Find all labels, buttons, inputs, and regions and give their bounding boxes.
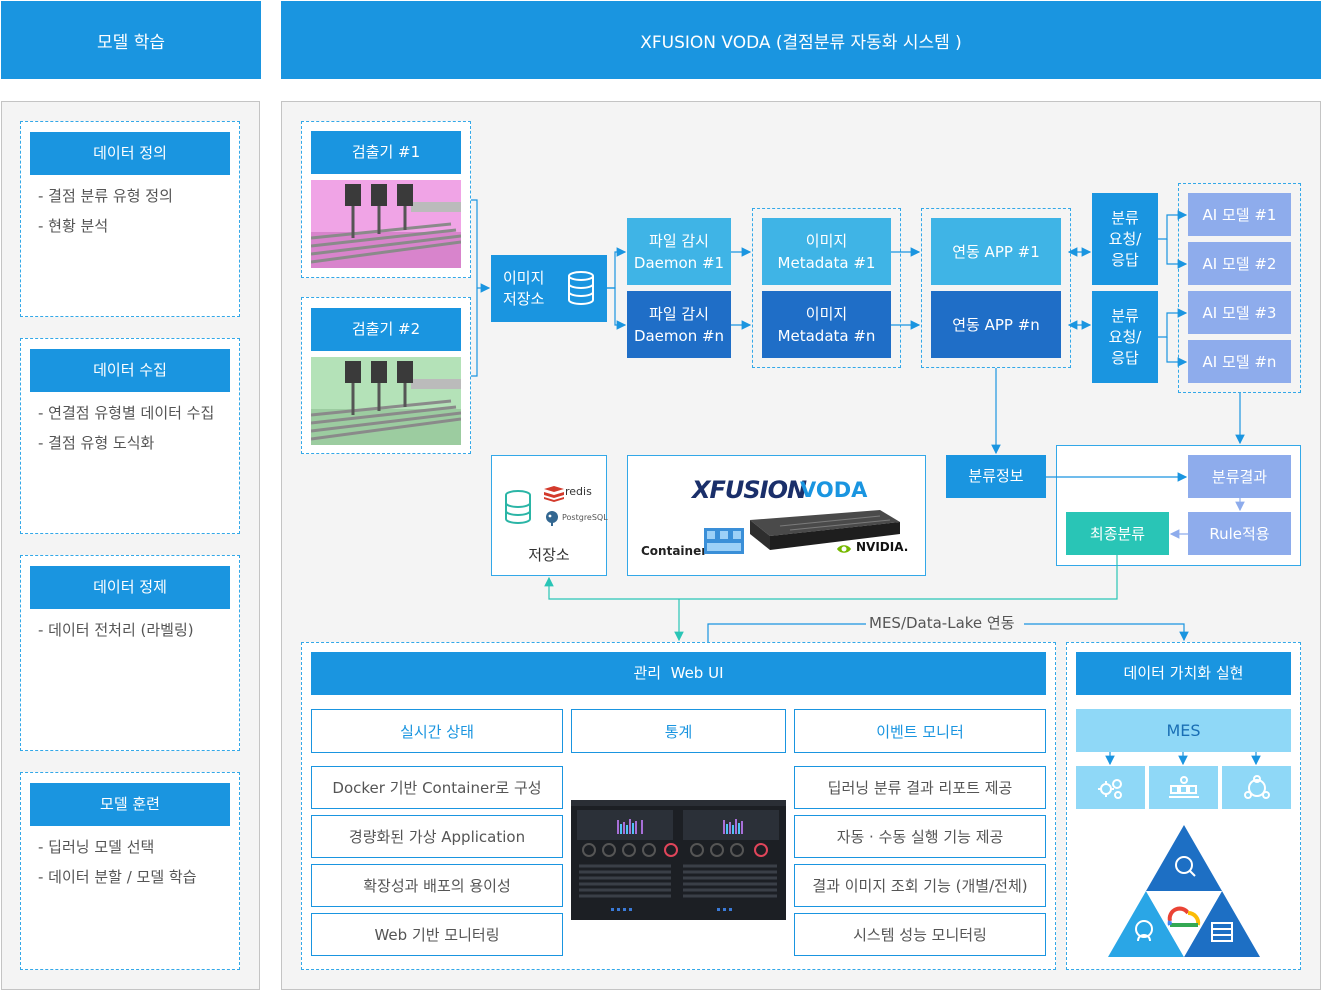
xfusion-logo: XFUSION [692,476,807,504]
system-header: XFUSION VODA (결점분류 자동화 시스템 ) [281,1,1321,79]
step-title: 모델 훈련 [30,783,230,826]
database-icon [504,490,532,528]
dashboard-screenshot [571,800,786,920]
file-daemon-1: 파일 감시 Daemon #1 [627,218,731,285]
webui-feature: 경량화된 가상 Application [311,815,563,858]
storage-label: 저장소 [528,546,570,564]
step-item: - 딥러닝 모델 선택 [38,838,155,856]
webui-feature: 딥러닝 분류 결과 리포트 제공 [794,766,1046,809]
step-item: - 현황 분석 [38,217,109,235]
gears-icon [1076,766,1145,809]
container-label: Container [641,544,708,558]
classification-info: 분류정보 [946,455,1046,498]
database-icon [567,271,595,311]
webui-feature: 확장성과 배포의 용이성 [311,864,563,907]
insight-triangle [1108,825,1260,961]
storage-box: redis PostgreSQL 저장소 [491,455,608,576]
nvidia-label: NVIDIA. [856,540,909,554]
ai-model-group [1178,183,1301,393]
final-classification: 최종분류 [1066,512,1169,555]
step-item: - 데이터 분할 / 모델 학습 [38,868,197,886]
tab-event-monitor: 이벤트 모니터 [794,709,1046,753]
webui-feature: Docker 기반 Container로 구성 [311,766,563,809]
nvidia-logo [836,540,852,559]
metadata-group [752,208,901,368]
detector-image-2 [310,357,462,445]
link-app-1: 연동 APP #1 [931,218,1061,285]
classification-result: 분류결과 [1188,455,1291,498]
step-item: - 결점 분류 유형 정의 [38,187,173,205]
mes-box: MES [1076,709,1291,752]
server-image [740,506,900,554]
app-group [921,208,1071,368]
mes-link-label: MES/Data-Lake 연동 [866,612,1018,633]
step-title: 데이터 수집 [30,349,230,392]
ai-model-n: AI 모델 #n [1188,340,1291,383]
tab-realtime-status: 실시간 상태 [311,709,563,753]
factory-icon [1149,766,1218,809]
step-item: - 결점 유형 도식화 [38,434,155,452]
classification-request-n: 분류 요청/ 응답 [1092,291,1158,383]
network-icon [1222,766,1291,809]
step-item: - 연결점 유형별 데이터 수집 [38,404,215,422]
file-daemon-n: 파일 감시 Daemon #n [627,291,731,358]
data-value-title: 데이터 가치화 실현 [1076,652,1291,695]
image-storage-label: 이미지 저장소 [503,268,545,308]
voda-logo: VODA [800,478,868,502]
postgres-label: PostgreSQL [562,513,608,522]
image-storage: 이미지 저장소 [491,255,607,322]
webui-feature: 결과 이미지 조회 기능 (개별/전체) [794,864,1046,907]
ai-model-2: AI 모델 #2 [1188,242,1291,285]
model-training-header: 모델 학습 [1,1,261,79]
webui-feature: 자동 · 수동 실행 기능 제공 [794,815,1046,858]
step-title: 데이터 정의 [30,132,230,175]
ai-model-3: AI 모델 #3 [1188,291,1291,334]
metadata-1: 이미지 Metadata #1 [762,218,891,285]
tab-statistics: 통계 [571,709,786,753]
detector-image-1 [310,180,462,268]
redis-icon [544,486,564,506]
metadata-n: 이미지 Metadata #n [762,291,891,358]
container-icon [704,528,744,558]
webui-feature: Web 기반 모니터링 [311,913,563,956]
postgres-icon [544,510,560,530]
voda-box: XFUSION VODA Container NVIDIA. [627,455,926,576]
step-title: 데이터 정제 [30,566,230,609]
link-app-n: 연동 APP #n [931,291,1061,358]
redis-label: redis [565,485,592,498]
step-item: - 데이터 전처리 (라벨링) [38,621,194,639]
detector-title: 검출기 #1 [311,131,461,174]
ai-model-1: AI 모델 #1 [1188,193,1291,236]
webui-title: 관리 Web UI [311,652,1046,695]
detector-title: 검출기 #2 [311,308,461,351]
classification-request-1: 분류 요청/ 응답 [1092,193,1158,285]
rule-application: Rule적용 [1188,512,1291,555]
webui-feature: 시스템 성능 모니터링 [794,913,1046,956]
